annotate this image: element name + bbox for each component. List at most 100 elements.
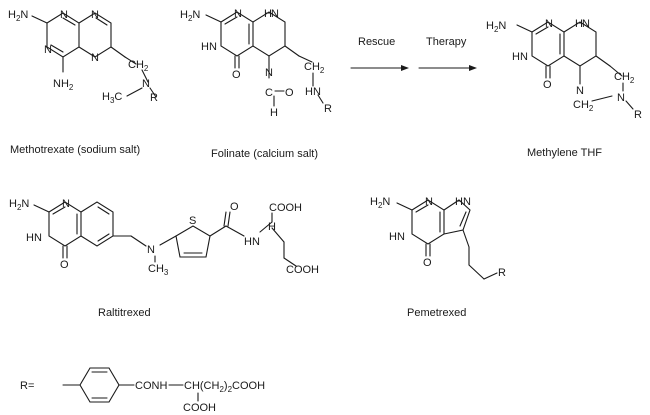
bond <box>298 55 313 63</box>
atom-label: HN <box>512 51 528 63</box>
bond <box>462 229 470 248</box>
atom-label: H2N <box>8 9 28 23</box>
atom-label: NH2 <box>53 78 74 92</box>
bond <box>175 225 211 258</box>
bond <box>149 87 157 98</box>
atom-label: N <box>142 78 150 90</box>
atom-label: H2N <box>9 198 29 212</box>
bond <box>317 94 324 104</box>
bond <box>252 11 286 57</box>
bond <box>79 367 120 403</box>
bond <box>50 44 64 53</box>
atom-label: H <box>575 18 583 30</box>
bond <box>33 204 50 213</box>
bond <box>625 100 634 110</box>
atom-label: O <box>230 201 239 213</box>
atom-label: R <box>498 267 506 279</box>
bond <box>271 227 285 243</box>
raltitrexed-structure: H2N N HN O N CH3 S O HN COOH H COOH Ralt… <box>9 198 319 319</box>
bond <box>62 17 76 26</box>
bond <box>284 45 300 57</box>
atom-label: N <box>60 9 68 21</box>
bond <box>609 65 623 77</box>
bond <box>110 46 126 58</box>
r-group-definition: R= CONH CH(CH2)2COOH COOH <box>20 367 265 414</box>
bond <box>209 225 227 237</box>
arrow-label-therapy: Therapy <box>426 36 467 48</box>
atom-label: CH2 <box>304 61 325 75</box>
bond <box>130 235 147 247</box>
atom-label: O <box>60 259 69 271</box>
bond <box>225 225 245 237</box>
atom-label: R <box>150 92 158 104</box>
atom-label: N <box>147 244 155 256</box>
bond <box>31 15 48 24</box>
bond <box>396 202 413 211</box>
caption-pemetrexed: Pemetrexed <box>407 307 466 319</box>
atom-label: N <box>265 67 273 79</box>
atom-label: CH2 <box>128 59 149 73</box>
atom-label: S <box>189 215 196 227</box>
arrowhead-rescue <box>401 65 409 71</box>
bond <box>483 272 498 280</box>
bond <box>97 233 110 242</box>
atom-label: HN <box>201 41 217 53</box>
atom-label: HN <box>389 231 405 243</box>
atom-label: H <box>455 196 463 208</box>
bond <box>223 211 227 227</box>
atom-label: H <box>268 221 276 233</box>
bond <box>141 69 149 83</box>
methylene-thf-structure: H2N N H N HN O N CH2 CH2 N R Methylene T… <box>486 18 642 159</box>
atom-label: R <box>324 103 332 115</box>
atom-label: O <box>232 69 241 81</box>
caption-methylene-thf: Methylene THF <box>527 147 602 159</box>
bond <box>516 24 533 33</box>
caption-folinate: Folinate (calcium salt) <box>211 148 318 160</box>
bond <box>563 21 597 67</box>
atom-label: N <box>271 8 279 20</box>
bond <box>159 235 177 246</box>
atom-label: HN <box>26 232 42 244</box>
atom-label: N <box>91 52 99 64</box>
atom-label: N <box>44 44 52 56</box>
bond <box>78 12 112 58</box>
caption-raltitrexed: Raltitrexed <box>98 307 151 319</box>
atom-label: H2N <box>370 196 390 210</box>
bond <box>459 211 467 227</box>
folinate-structure: H2N N H N HN O N C O H CH2 HN R Folinate… <box>180 8 332 160</box>
atom-label: N <box>234 8 242 20</box>
atom-label: O <box>285 87 294 99</box>
atom-label: N <box>91 9 99 21</box>
atom-label: COOH <box>269 202 302 214</box>
r-group-label: R= <box>20 380 34 392</box>
atom-label: N <box>62 198 70 210</box>
methotrexate-structure: H2N N N N N NH2 CH2 N H3C R Methotrexate… <box>8 9 158 156</box>
atom-label: HN <box>305 86 321 98</box>
atom-label: CH2 <box>573 99 594 113</box>
atom-label: HN <box>244 236 260 248</box>
atom-label: COOH <box>286 264 319 276</box>
atom-label: CH2 <box>614 71 635 85</box>
atom-label: H2N <box>180 9 200 23</box>
atom-label: H <box>270 107 278 119</box>
atom-label: N <box>576 85 584 97</box>
bond <box>205 14 222 23</box>
bond <box>259 221 273 233</box>
atom-label: N <box>463 196 471 208</box>
bond <box>95 17 108 26</box>
reaction-arrows: Rescue Therapy <box>350 36 477 71</box>
r-group-chain: CH(CH2)2COOH <box>184 380 265 394</box>
bond <box>52 206 66 215</box>
atom-label: N <box>617 92 625 104</box>
bond <box>443 199 471 235</box>
arrowhead-therapy <box>469 65 477 71</box>
bond <box>80 201 114 247</box>
atom-label: C <box>265 87 273 99</box>
pemetrexed-structure: H2N N H N HN O R Pemetrexed <box>370 196 506 319</box>
bond <box>468 264 485 280</box>
bond <box>595 55 611 67</box>
atom-label: CH3 <box>148 263 169 277</box>
bond <box>283 257 297 267</box>
